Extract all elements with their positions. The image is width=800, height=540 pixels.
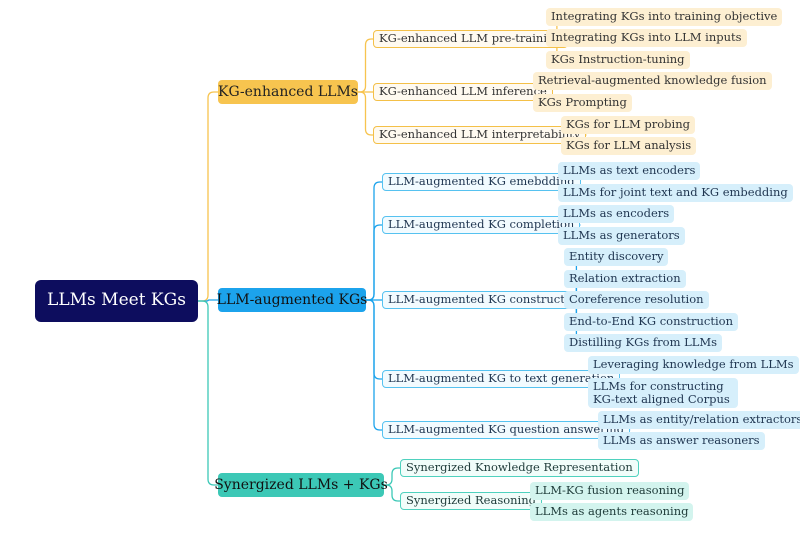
branch-kg-enhanced-llms: KG-enhanced LLMs — [218, 80, 358, 104]
connector-sub-kg-qa — [366, 299, 382, 431]
leaf-fusion-reasoning: LLM-KG fusion reasoning — [530, 482, 690, 500]
leaf-kg-text-corpus: LLMs for constructing KG-text aligned Co… — [588, 378, 738, 408]
leaf-agents-reasoning: LLMs as agents reasoning — [530, 503, 694, 521]
leaf-joint-embedding: LLMs for joint text and KG embedding — [558, 184, 793, 202]
connector-sub-kg-completion — [366, 224, 382, 301]
leaf-answer-reasoners: LLMs as answer reasoners — [598, 432, 765, 450]
leaf-entity-relation-extractors: LLMs as entity/relation extractors — [598, 411, 800, 429]
sub-kg-qa: LLM-augmented KG question answering — [382, 421, 631, 439]
leaf-kg-llm-inputs: Integrating KGs into LLM inputs — [546, 29, 747, 47]
leaf-end-to-end: End-to-End KG construction — [564, 313, 738, 331]
sub-kg-inference: KG-enhanced LLM inference — [373, 83, 553, 101]
leaf-kgs-prompting: KGs Prompting — [533, 94, 632, 112]
connector-sub-kg-pretraining — [358, 38, 373, 93]
sub-synergized-representation: Synergized Knowledge Representation — [400, 459, 639, 477]
connector-branch-llm-augmented-kgs — [198, 299, 218, 302]
sub-kg-construction: LLM-augmented KG construction — [382, 291, 589, 309]
leaf-kg-probing: KGs for LLM probing — [561, 116, 695, 134]
sub-kg-embedding: LLM-augmented KG emebdding — [382, 173, 581, 191]
sub-synergized-reasoning: Synergized Reasoning — [400, 492, 543, 510]
leaf-retrieval-fusion: Retrieval-augmented knowledge fusion — [533, 72, 772, 90]
leaf-relation-extraction: Relation extraction — [564, 270, 686, 288]
leaf-text-encoders: LLMs as text encoders — [558, 162, 701, 180]
sub-kg-to-text: LLM-augmented KG to text generation — [382, 370, 621, 388]
leaf-kg-instruction-tuning: KGs Instruction-tuning — [546, 51, 690, 69]
leaf-distilling: Distilling KGs from LLMs — [564, 334, 723, 352]
connector-branch-synergized — [198, 300, 218, 486]
connector-sub-kg-interpretability — [358, 91, 373, 136]
leaf-llms-encoders: LLMs as encoders — [558, 205, 675, 223]
sub-kg-interpretability: KG-enhanced LLM interpretability — [373, 126, 587, 144]
sub-kg-completion: LLM-augmented KG completion — [382, 216, 581, 234]
leaf-kg-analysis: KGs for LLM analysis — [561, 137, 697, 155]
root-node: LLMs Meet KGs — [35, 280, 198, 322]
leaf-leveraging-knowledge: Leveraging knowledge from LLMs — [588, 356, 799, 374]
branch-llm-augmented-kgs: LLM-augmented KGs — [217, 288, 367, 312]
sub-kg-pretraining: KG-enhanced LLM pre-training — [373, 30, 568, 48]
leaf-coreference: Coreference resolution — [564, 291, 709, 309]
leaf-llms-generators: LLMs as generators — [558, 227, 685, 245]
connector-branch-kg-enhanced-llms — [198, 91, 218, 302]
connector-sub-synergized-reasoning — [384, 484, 400, 502]
branch-synergized: Synergized LLMs + KGs — [214, 473, 388, 497]
leaf-kg-training-objective: Integrating KGs into training objective — [546, 8, 783, 26]
leaf-entity-discovery: Entity discovery — [564, 248, 669, 266]
